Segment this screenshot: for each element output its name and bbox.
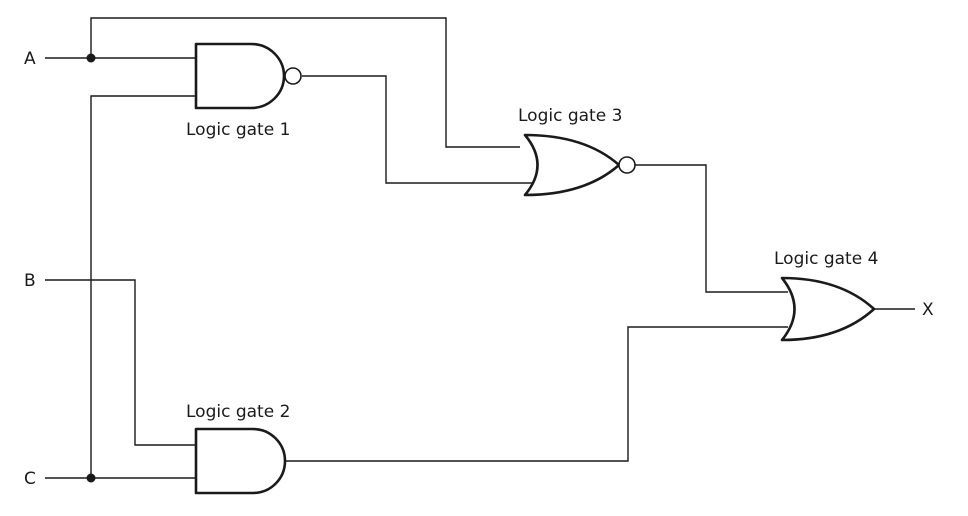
input-label-c: C bbox=[24, 469, 36, 489]
wire-gate1-to-gate3 bbox=[302, 75, 534, 184]
wire-gate2-to-gate4 bbox=[285, 326, 788, 462]
junction-dot-a bbox=[86, 53, 96, 63]
inversion-bubble-gate3 bbox=[618, 156, 636, 174]
nand-gate-body bbox=[194, 42, 286, 110]
input-label-a: A bbox=[24, 49, 36, 69]
gate-label-4: Logic gate 4 bbox=[774, 249, 878, 269]
nor-gate-body bbox=[523, 133, 621, 197]
output-label-x: X bbox=[922, 300, 934, 320]
or-gate-body bbox=[780, 276, 876, 342]
wire-a-to-gate3 bbox=[90, 17, 520, 148]
input-label-b: B bbox=[24, 271, 36, 291]
wire-b-to-gate2 bbox=[45, 279, 196, 446]
junction-dot-c bbox=[86, 473, 96, 483]
logic-gate-2 bbox=[194, 427, 287, 495]
inversion-bubble-gate1 bbox=[284, 67, 302, 85]
gate-label-1: Logic gate 1 bbox=[186, 120, 290, 140]
logic-gate-1 bbox=[194, 42, 302, 110]
gate-label-3: Logic gate 3 bbox=[518, 106, 622, 126]
logic-gate-4 bbox=[780, 276, 876, 342]
gate-label-2: Logic gate 2 bbox=[186, 402, 290, 422]
logic-gate-3 bbox=[523, 133, 636, 197]
wire-c-to-gate1 bbox=[90, 95, 196, 478]
wires bbox=[45, 17, 915, 479]
wire-gate3-to-gate4 bbox=[635, 164, 788, 293]
and-gate-body bbox=[194, 427, 287, 495]
